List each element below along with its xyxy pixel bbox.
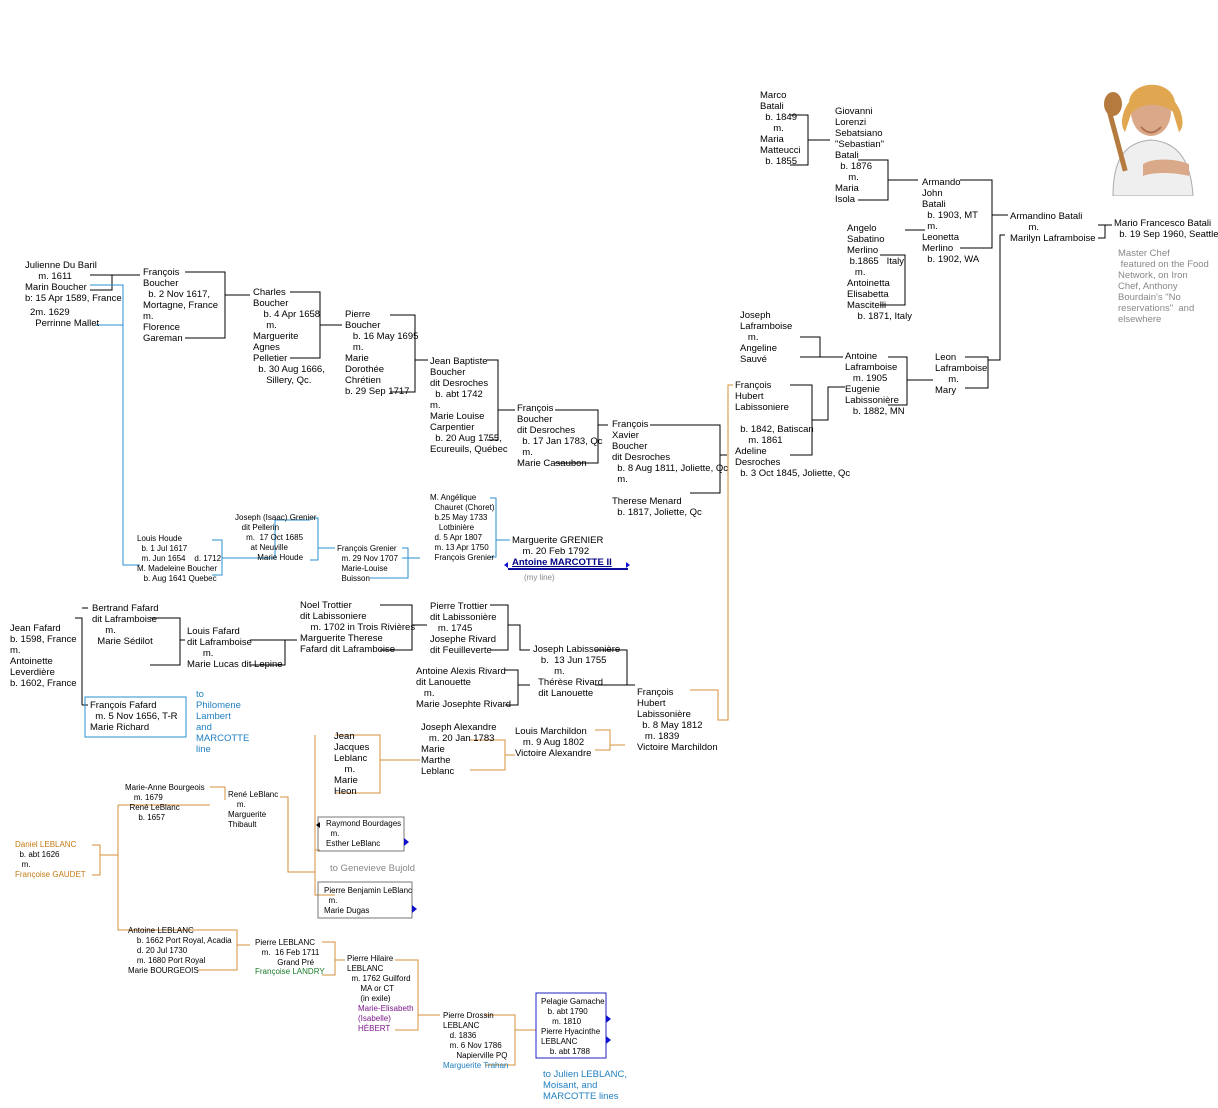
louis-marchildon: Louis Marchildon m. 9 Aug 1802 Victoire …: [515, 726, 592, 759]
joseph-grenier: Joseph (Isaac) Grenier dit Pellerin m. 1…: [235, 513, 317, 562]
francois-hubert-labissoniere-1812: François Hubert Labissonière b. 8 May 18…: [637, 687, 718, 753]
antoine-marcotte-link[interactable]: Antoine MARCOTTE II: [512, 557, 612, 568]
chef-photo: [1103, 72, 1199, 196]
antoine-alexis-rivard: Antoine Alexis Rivard dit Lanouette m. M…: [416, 666, 512, 710]
louis-fafard: Louis Fafard dit Laframboise m. Marie Lu…: [187, 626, 283, 670]
marco-batali: Marco Batali b. 1849 m. Maria Matteucci …: [760, 90, 801, 167]
jean-fafard: Jean Fafard b. 1598, France m. Antoinett…: [10, 623, 77, 689]
armando-batali: Armando John Batali b. 1903, MT m. Leone…: [922, 177, 980, 265]
noel-trottier: Noel Trottier dit Labissoniere m. 1702 i…: [300, 600, 416, 655]
joseph-alexandre: Joseph Alexandre m. 20 Jan 1783 Marie Ma…: [421, 722, 497, 777]
marguerite-grenier: Marguerite GRENIER m. 20 Feb 1792: [512, 535, 604, 557]
armandino-batali: Armandino Batali m. Marilyn Laframboise: [1010, 211, 1096, 244]
pierre-hilaire-leblanc: Pierre Hilaire LEBLANC m. 1762 Guilford …: [347, 954, 411, 1003]
to-philomene-link[interactable]: to Philomene Lambert and MARCOTTE line: [196, 689, 250, 755]
pierre-trottier: Pierre Trottier dit Labissonière m. 1745…: [430, 601, 497, 656]
francois-hubert-labissoniere: François Hubert Labissoniere b. 1842, Ba…: [735, 380, 851, 479]
antoine-laframboise: Antoine Laframboise m. 1905 Eugenie Labi…: [845, 351, 905, 417]
pierre-benjamin-leblanc[interactable]: Pierre Benjamin LeBlanc m. Marie Dugas: [324, 886, 413, 915]
joseph-labissoniere: Joseph Labissonière b. 13 Jun 1755 m. Th…: [533, 644, 621, 699]
joseph-laframboise: Joseph Laframboise m. Angeline Sauvé: [740, 310, 793, 365]
francois-grenier: François Grenier m. 29 Nov 1707 Marie-Lo…: [337, 544, 398, 583]
leon-laframboise: Leon Laframboise m. Mary: [935, 352, 988, 396]
francois-boucher: François Boucher b. 2 Nov 1617, Mortagne…: [143, 267, 218, 344]
pierre-drossin-leblanc: Pierre Drossin LEBLANC d. 1836 m. 6 Nov …: [443, 1011, 508, 1060]
francois-xavier-boucher: François Xavier Boucher dit Desroches b.…: [612, 419, 729, 518]
louis-houde: Louis Houde b. 1 Jul 1617 m. Jun 1654 d.…: [137, 534, 222, 583]
francois-fafard: François Fafard m. 5 Nov 1656, T-R Marie…: [90, 700, 178, 733]
francoise-gaudet: Françoise GAUDET: [15, 870, 86, 879]
rene-leblanc: René LeBlanc m. Marguerite Thibault: [228, 790, 279, 829]
perrinne-mallet: 2m. 1629 Perrinne Mallet: [30, 307, 100, 329]
angelo-merlino: Angelo Sabatino Merlino b.1865 Italy m. …: [847, 223, 912, 322]
francois-boucher-desroches: François Boucher dit Desroches b. 17 Jan…: [517, 403, 603, 469]
mario-note: Master Chef featured on the Food Network…: [1118, 248, 1209, 325]
marie-elisabeth-hebert: Marie-Elisabeth (Isabelle) HÉBERT: [358, 1004, 414, 1033]
bertrand-fafard: Bertrand Fafard dit Laframboise m. Marie…: [92, 603, 159, 647]
daniel-leblanc: Daniel LEBLANC: [15, 840, 77, 849]
francoise-landry: Françoise LANDRY: [255, 967, 325, 976]
daniel-leblanc-info: b. abt 1626 m.: [19, 850, 60, 869]
to-genevieve-bujold-link[interactable]: to Genevieve Bujold: [330, 863, 416, 874]
my-line-label: (my line): [524, 573, 555, 582]
antoine-leblanc: Antoine LEBLANC b. 1662 Port Royal, Acad…: [128, 926, 232, 975]
marguerite-trahan: Marguerite Trahan: [443, 1061, 509, 1070]
jean-baptiste-boucher: Jean Baptiste Boucher dit Desroches b. a…: [430, 356, 508, 455]
pierre-leblanc: Pierre LEBLANC m. 16 Feb 1711 Grand Pré: [255, 938, 320, 967]
charles-boucher: Charles Boucher b. 4 Apr 1658 m. Marguer…: [253, 287, 325, 386]
jean-jacques-leblanc: Jean Jacques Leblanc m. Marie Heon: [334, 731, 370, 797]
raymond-bourdages[interactable]: Raymond Bourdages m. Esther LeBlanc: [326, 819, 402, 848]
pierre-boucher: Pierre Boucher b. 16 May 1695 m. Marie D…: [345, 309, 419, 397]
angelique-chauret: M. Angélique Chauret (Choret) b.25 May 1…: [430, 493, 495, 562]
giovanni-batali: Giovanni Lorenzi Sebatsiano "Sebastian" …: [835, 106, 884, 205]
marie-anne-bourgeois: Marie-Anne Bourgeois m. 1679 René LeBlan…: [125, 783, 205, 822]
julienne-du-baril: Julienne Du Baril m. 1611 Marin Boucher …: [25, 260, 122, 304]
pelagie-gamache[interactable]: Pelagie Gamache b. abt 1790 m. 1810 Pier…: [541, 997, 605, 1056]
mario-batali: Mario Francesco Batali b. 19 Sep 1960, S…: [1114, 218, 1218, 240]
to-julien-leblanc-link[interactable]: to Julien LEBLANC, Moisant, and MARCOTTE…: [543, 1069, 627, 1102]
